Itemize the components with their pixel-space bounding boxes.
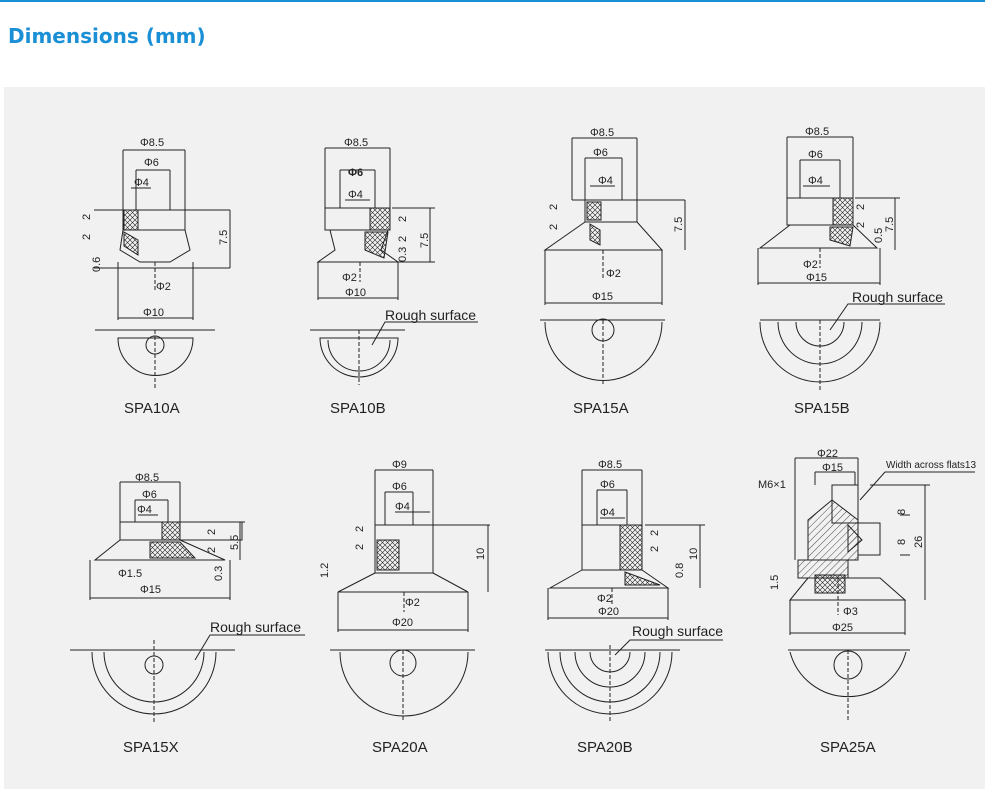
drawing-spa10a (94, 149, 231, 390)
dim-spa25a-thread: M6×1 (758, 479, 786, 491)
dim-spa10a-cup: Φ10 (143, 307, 164, 319)
label-spa15a: SPA15A (573, 400, 629, 417)
dim-spa10a-in: Φ4 (134, 177, 149, 189)
dim-spa15b-cup: Φ15 (806, 272, 827, 284)
dim-spa10b-h1: 2 (397, 216, 409, 222)
dim-spa15b-hole: Φ2 (803, 259, 818, 271)
note-spa20b-rough: Rough surface (632, 623, 723, 639)
dim-spa20a-in: Φ4 (395, 501, 410, 513)
dim-spa20a-top: Φ9 (392, 459, 407, 471)
note-spa15x-rough: Rough surface (210, 619, 301, 635)
label-spa15b: SPA15B (794, 400, 850, 417)
dim-spa15a-mid: Φ6 (593, 147, 608, 159)
dim-spa25a-h1: 8 (896, 509, 908, 515)
top-accent-line (0, 0, 985, 2)
dim-spa20b-cup: Φ20 (598, 606, 619, 618)
drawing-spa10b (310, 147, 478, 385)
dim-spa25a-flats: Width across flats13 (886, 460, 976, 471)
dim-spa15b-h3: 0.5 (873, 228, 885, 243)
dim-spa25a-h3: 1.5 (769, 575, 781, 590)
dim-spa15b-height: 7.5 (884, 217, 896, 232)
dim-spa10b-top: Φ8.5 (344, 137, 368, 149)
dim-spa25a-h2: 8 (896, 539, 908, 545)
dim-spa15b-h2: 2 (855, 222, 867, 228)
drawing-spa15x (70, 481, 305, 722)
dim-spa20a-h2: 2 (354, 544, 366, 550)
dim-spa15a-hole: Φ2 (606, 268, 621, 280)
label-spa20a: SPA20A (372, 739, 428, 756)
drawing-spa20b (545, 469, 723, 722)
dim-spa15x-h1: 2 (206, 529, 218, 535)
dim-spa20a-height: 10 (475, 548, 487, 560)
dim-spa20b-h2: 2 (649, 546, 661, 552)
dim-spa10a-top: Φ8.5 (140, 137, 164, 149)
dim-spa10b-in: Φ4 (348, 189, 363, 201)
dim-spa20b-height: 10 (688, 548, 700, 560)
dim-spa15a-in: Φ4 (598, 175, 613, 187)
dim-spa10b-cup: Φ10 (345, 287, 366, 299)
dim-spa20a-hole: Φ2 (405, 597, 420, 609)
dim-spa15b-top: Φ8.5 (805, 126, 829, 138)
dim-spa10a-mid: Φ6 (144, 157, 159, 169)
dim-spa20a-mid: Φ6 (392, 481, 407, 493)
dim-spa15a-cup: Φ15 (592, 291, 613, 303)
label-spa15x: SPA15X (123, 739, 179, 756)
dim-spa10a-height: 7.5 (218, 230, 230, 245)
label-spa20b: SPA20B (577, 739, 633, 756)
dim-spa15a-h1: 2 (548, 204, 560, 210)
drawing-spa15b (757, 136, 945, 390)
dim-spa25a-mid: Φ15 (822, 462, 843, 474)
dim-spa25a-top: Φ22 (817, 448, 838, 460)
note-spa15b-rough: Rough surface (852, 289, 943, 305)
dim-spa15x-height: 5.5 (229, 535, 241, 550)
drawing-spa25a (788, 457, 975, 722)
dim-spa20b-top: Φ8.5 (598, 459, 622, 471)
drawing-spa15a (540, 137, 686, 385)
page-title: Dimensions (mm) (8, 24, 206, 48)
dim-spa10b-hole: Φ2 (342, 272, 357, 284)
dim-spa20a-h3: 1.2 (319, 563, 331, 578)
dim-spa15b-mid: Φ6 (808, 149, 823, 161)
dim-spa15x-h2: 2 (206, 547, 218, 553)
dim-spa20a-cup: Φ20 (392, 617, 413, 629)
label-spa10b: SPA10B (330, 400, 386, 417)
dim-spa25a-hole: Φ3 (843, 606, 858, 618)
dim-spa15x-mid: Φ6 (142, 489, 157, 501)
dim-spa20b-h3: 0.8 (674, 563, 686, 578)
dim-spa20a-h1: 2 (354, 526, 366, 532)
dim-spa15b-h1: 2 (855, 204, 867, 210)
dim-spa15x-hole: Φ1.5 (118, 568, 142, 580)
label-spa25a: SPA25A (820, 739, 876, 756)
dim-spa10b-mid: Φ6 (348, 167, 363, 179)
dim-spa15x-in: Φ4 (137, 504, 152, 516)
dim-spa25a-cup: Φ25 (832, 622, 853, 634)
label-spa10a: SPA10A (124, 400, 180, 417)
drawing-spa20a (330, 469, 490, 722)
dim-spa10b-height: 7.5 (419, 233, 431, 248)
dim-spa15x-top: Φ8.5 (135, 472, 159, 484)
dim-spa10a-h1: 2 (81, 214, 93, 220)
dim-spa20b-in: Φ4 (600, 507, 615, 519)
dim-spa20b-mid: Φ6 (600, 479, 615, 491)
dim-spa10a-h2: 2 (81, 234, 93, 240)
dim-spa15a-h2: 2 (548, 224, 560, 230)
dim-spa15b-in: Φ4 (808, 175, 823, 187)
dim-spa10b-h3: 0.3 (397, 247, 409, 262)
dim-spa25a-height: 26 (913, 536, 925, 548)
dim-spa15x-cup: Φ15 (140, 584, 161, 596)
dim-spa15a-top: Φ8.5 (590, 127, 614, 139)
dim-spa20b-hole: Φ2 (597, 593, 612, 605)
note-spa10b-rough: Rough surface (385, 307, 476, 323)
dim-spa15x-h3: 0.3 (213, 566, 225, 581)
dim-spa15a-height: 7.5 (673, 217, 685, 232)
drawings-panel (4, 87, 985, 789)
dim-spa10b-h2: 2 (397, 236, 409, 242)
dim-spa10a-hole: Φ2 (156, 281, 171, 293)
dim-spa20b-h1: 2 (649, 530, 661, 536)
dim-spa10a-h3: 0.6 (91, 257, 103, 272)
